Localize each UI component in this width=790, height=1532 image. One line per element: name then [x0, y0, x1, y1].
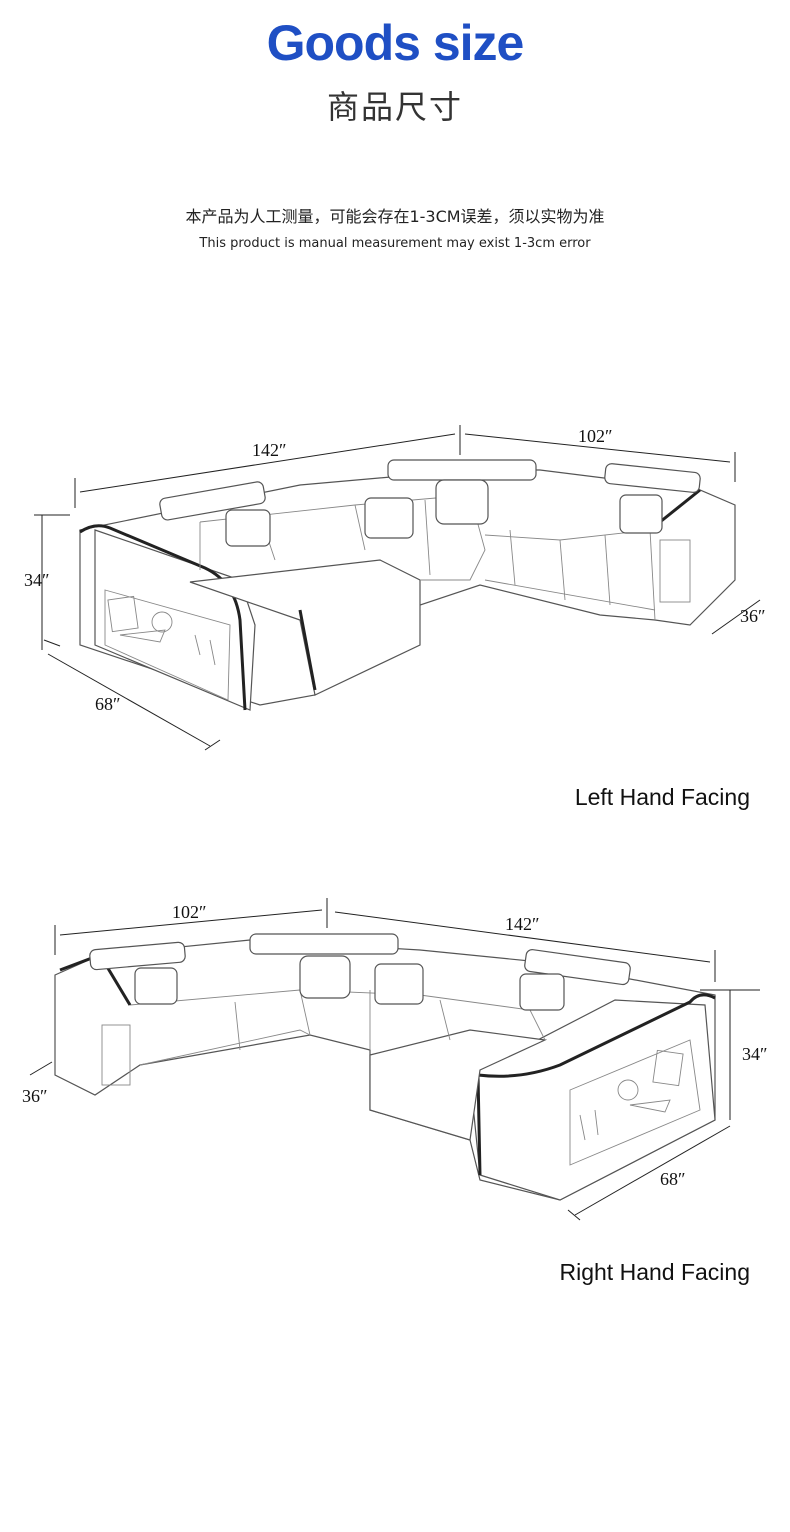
left-hand-facing-caption: Left Hand Facing [574, 784, 750, 810]
left-sofa-illustration [79, 459, 736, 711]
left-hand-facing-diagram: 142″ 102″ 34″ 68″ 36″ [0, 410, 790, 770]
right-dim-68: 68″ [660, 1169, 686, 1189]
page-subtitle-cn: 商品尺寸 [326, 88, 463, 126]
right-dim-34: 34″ [742, 1044, 768, 1064]
right-dim-36: 36″ [22, 1086, 48, 1106]
page-title: Goods size [266, 15, 525, 71]
left-dim-142: 142″ [252, 440, 287, 460]
left-dim-102: 102″ [578, 426, 613, 446]
right-dim-142: 142″ [505, 914, 540, 934]
right-hand-facing-caption: Right Hand Facing [559, 1259, 751, 1285]
measurement-note-cn: 本产品为人工测量，可能会存在1-3CM误差，须以实物为准 [185, 207, 605, 226]
left-sofa-drawing: 142″ 102″ 34″ 68″ 36″ [24, 425, 766, 751]
measurement-note-en: This product is manual measurement may e… [199, 236, 591, 251]
right-sofa-drawing: 102″ 142″ 34″ 36″ 68″ [22, 898, 768, 1221]
right-dim-102: 102″ [172, 902, 207, 922]
left-dim-36: 36″ [740, 606, 766, 626]
left-dimension-lines [34, 425, 761, 751]
right-hand-facing-diagram: 102″ 142″ 34″ 36″ 68″ [0, 890, 790, 1240]
right-sofa-illustration [54, 933, 716, 1201]
left-dim-34: 34″ [24, 570, 50, 590]
right-dimension-lines [29, 898, 760, 1221]
left-dim-68: 68″ [95, 694, 121, 714]
